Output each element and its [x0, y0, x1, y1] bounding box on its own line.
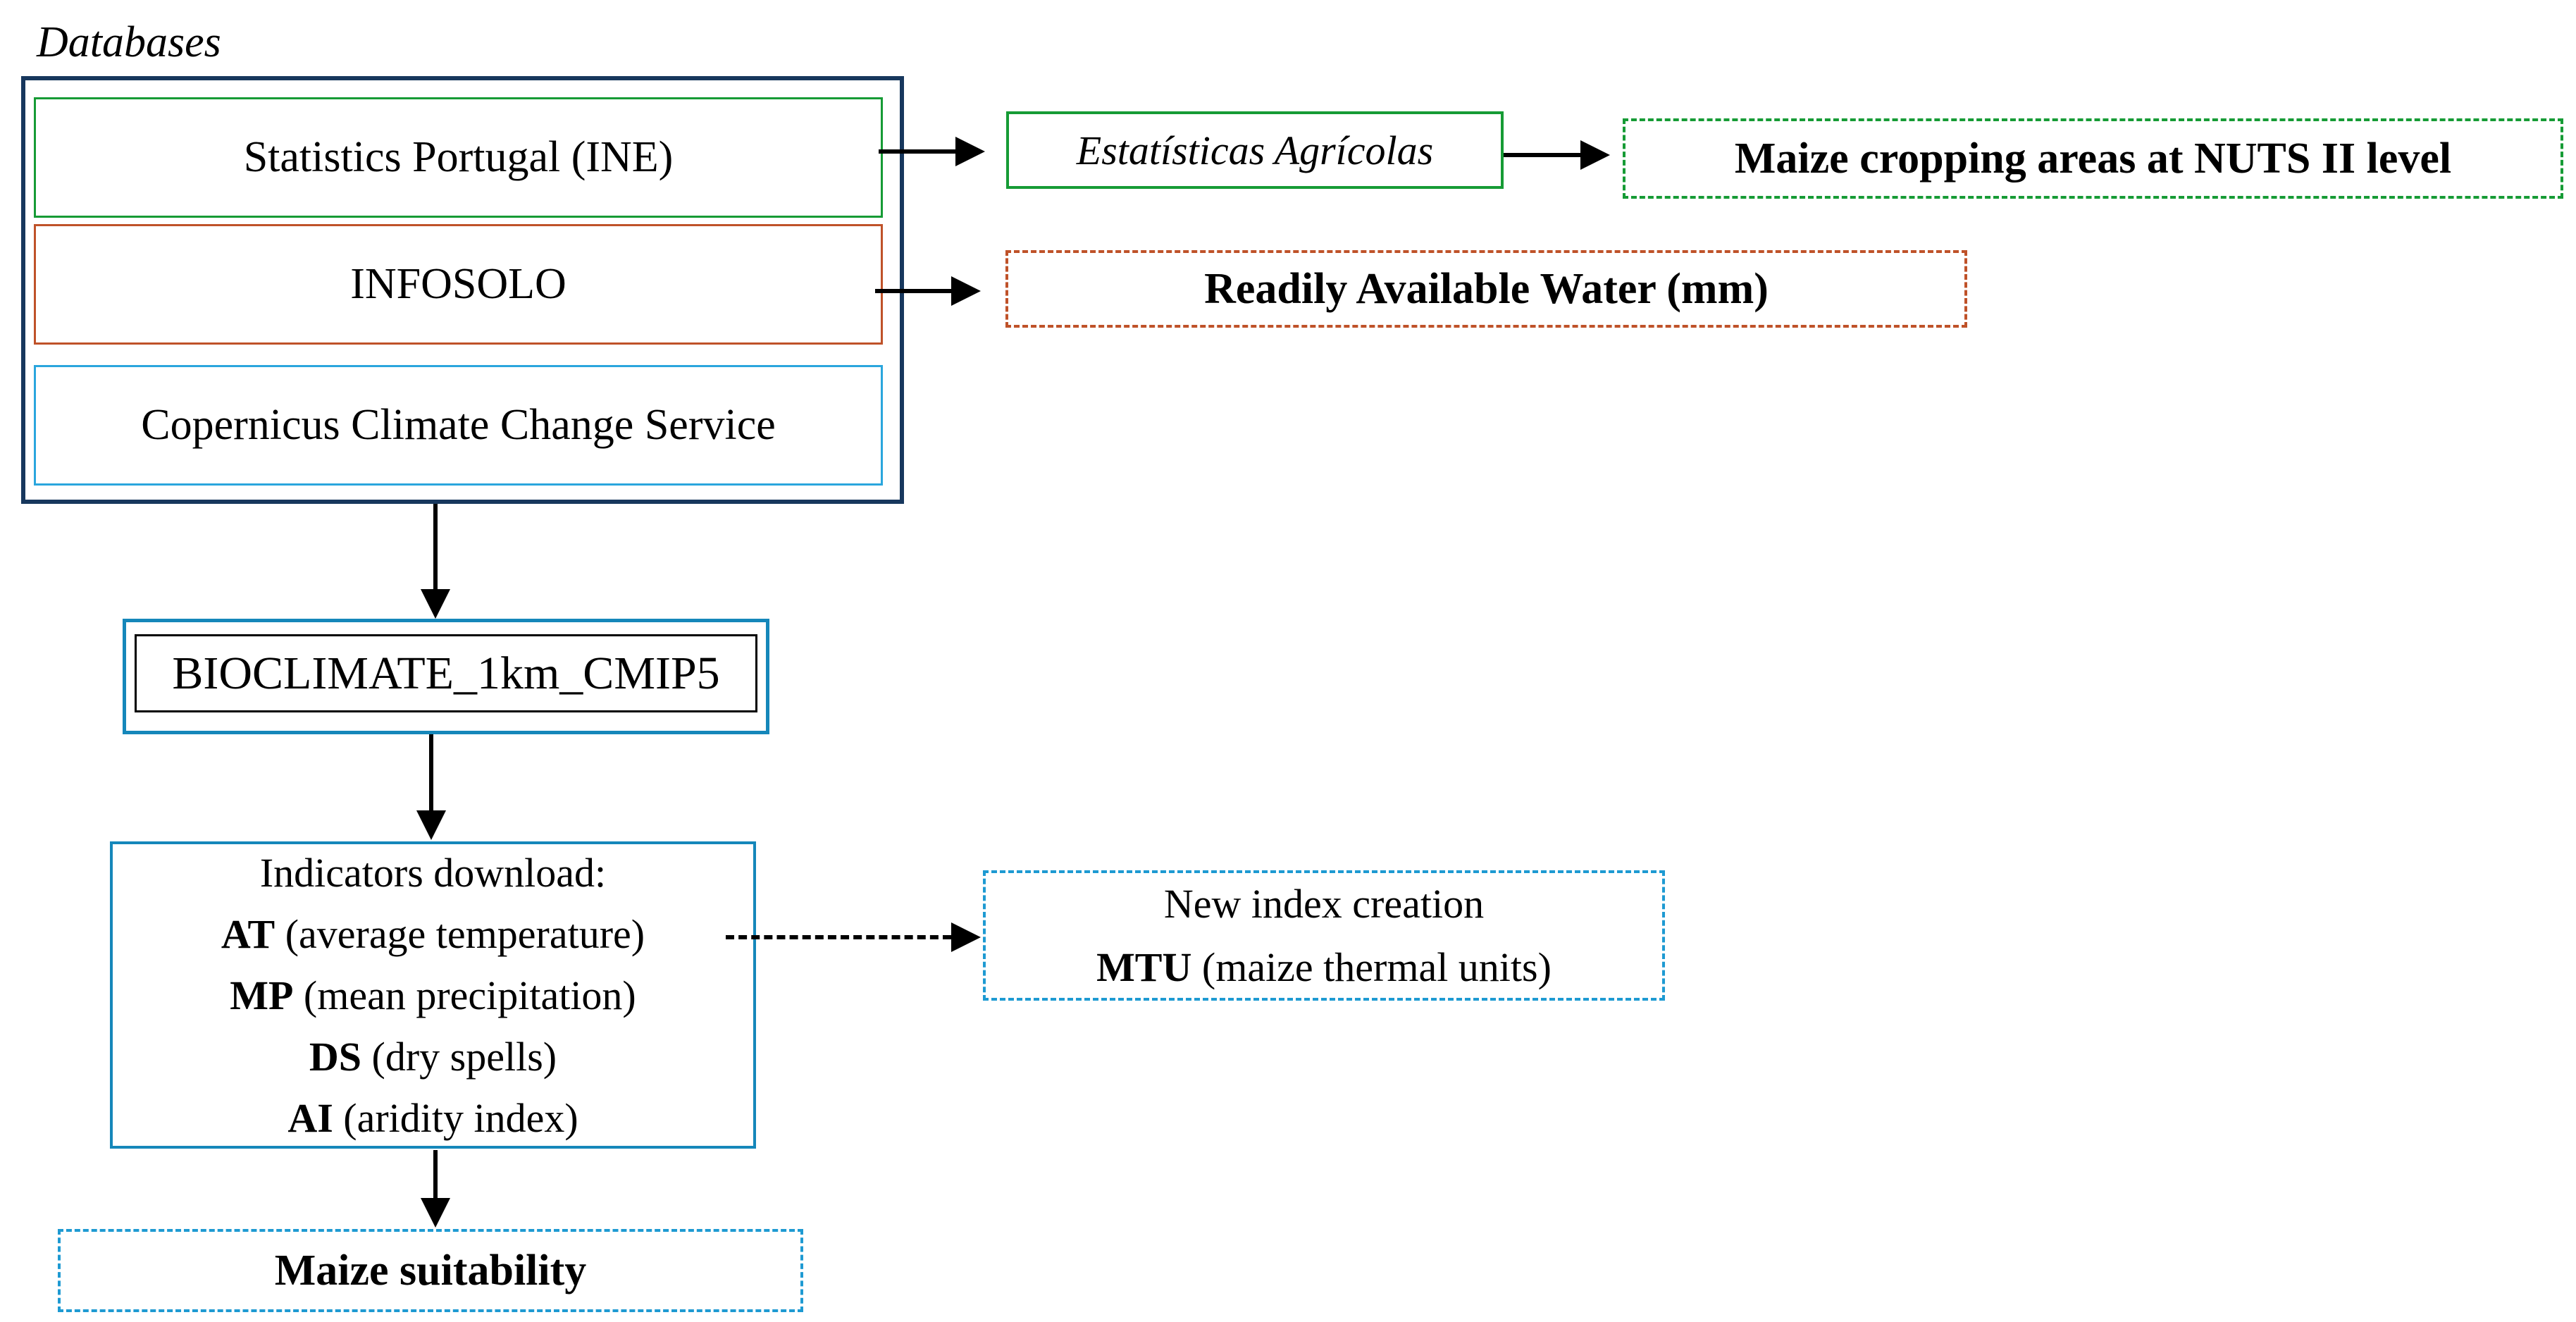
- new-index-mtu-abbr: MTU: [1096, 944, 1192, 990]
- node-bioclimate-inner-frame: BIOCLIMATE_1km_CMIP5: [135, 634, 757, 712]
- arrow-bioclimate-to-indicators-head-icon: [416, 810, 446, 840]
- indicator-at-desc: (average temperature): [275, 910, 645, 957]
- arrow-bioclimate-to-indicators-line: [429, 734, 433, 810]
- indicator-ai-abbr: AI: [287, 1094, 333, 1141]
- arrow-infosolo-to-raw-line: [875, 289, 951, 293]
- arrow-indicators-to-maize-suitability-line: [433, 1150, 438, 1199]
- node-readily-available-water: Readily Available Water (mm): [1005, 250, 1967, 328]
- indicator-ai-desc: (aridity index): [333, 1094, 578, 1141]
- arrow-estatisticas-to-maize-cropping-head-icon: [1580, 140, 1610, 170]
- node-new-index-creation: New index creation MTU (maize thermal un…: [983, 870, 1665, 1001]
- arrow-indicators-to-new-index-dashed-line: [726, 935, 951, 939]
- arrow-databases-to-bioclimate-line: [433, 504, 438, 589]
- node-estatisticas-agricolas-label: Estatísticas Agrícolas: [1076, 127, 1434, 173]
- node-maize-cropping-areas-label: Maize cropping areas at NUTS II level: [1734, 134, 2452, 183]
- node-indicators-download: Indicators download: AT (average tempera…: [110, 841, 756, 1149]
- new-index-line2: MTU (maize thermal units): [1096, 936, 1552, 999]
- new-index-mtu-desc: (maize thermal units): [1191, 944, 1552, 990]
- node-maize-suitability: Maize suitability: [58, 1229, 803, 1312]
- arrow-infosolo-to-raw-head-icon: [951, 276, 981, 306]
- node-statistics-portugal: Statistics Portugal (INE): [34, 97, 883, 218]
- arrow-indicators-to-maize-suitability-head-icon: [421, 1198, 450, 1228]
- node-estatisticas-agricolas: Estatísticas Agrícolas: [1006, 111, 1504, 189]
- node-statistics-portugal-label: Statistics Portugal (INE): [243, 133, 674, 181]
- databases-label: Databases: [37, 18, 221, 66]
- arrow-estatisticas-to-maize-cropping-line: [1504, 153, 1580, 157]
- node-bioclimate-label: BIOCLIMATE_1km_CMIP5: [172, 647, 720, 699]
- indicator-at-abbr: AT: [221, 910, 275, 957]
- indicator-ds-abbr: DS: [309, 1033, 362, 1080]
- indicator-mp-abbr: MP: [230, 972, 294, 1018]
- node-readily-available-water-label: Readily Available Water (mm): [1204, 264, 1769, 313]
- arrow-ine-to-estatisticas-head-icon: [955, 137, 985, 166]
- node-bioclimate: BIOCLIMATE_1km_CMIP5: [123, 619, 769, 734]
- arrow-indicators-to-new-index-head-icon: [951, 922, 981, 952]
- indicator-item-ai: AI (aridity index): [287, 1087, 578, 1149]
- node-maize-cropping-areas: Maize cropping areas at NUTS II level: [1623, 118, 2563, 199]
- node-infosolo-label: INFOSOLO: [350, 260, 566, 308]
- arrow-databases-to-bioclimate-head-icon: [421, 589, 450, 619]
- arrow-ine-to-estatisticas-line: [879, 149, 955, 154]
- indicator-item-ds: DS (dry spells): [309, 1026, 557, 1087]
- node-infosolo: INFOSOLO: [34, 224, 883, 345]
- indicator-item-mp: MP (mean precipitation): [230, 965, 636, 1026]
- indicator-mp-desc: (mean precipitation): [293, 972, 636, 1018]
- node-copernicus-label: Copernicus Climate Change Service: [141, 401, 776, 449]
- node-maize-suitability-label: Maize suitability: [274, 1246, 587, 1295]
- indicators-title: Indicators download:: [259, 849, 607, 896]
- new-index-line1: New index creation: [1163, 880, 1485, 927]
- indicator-item-at: AT (average temperature): [221, 903, 645, 965]
- node-copernicus: Copernicus Climate Change Service: [34, 365, 883, 486]
- indicator-ds-desc: (dry spells): [361, 1033, 557, 1080]
